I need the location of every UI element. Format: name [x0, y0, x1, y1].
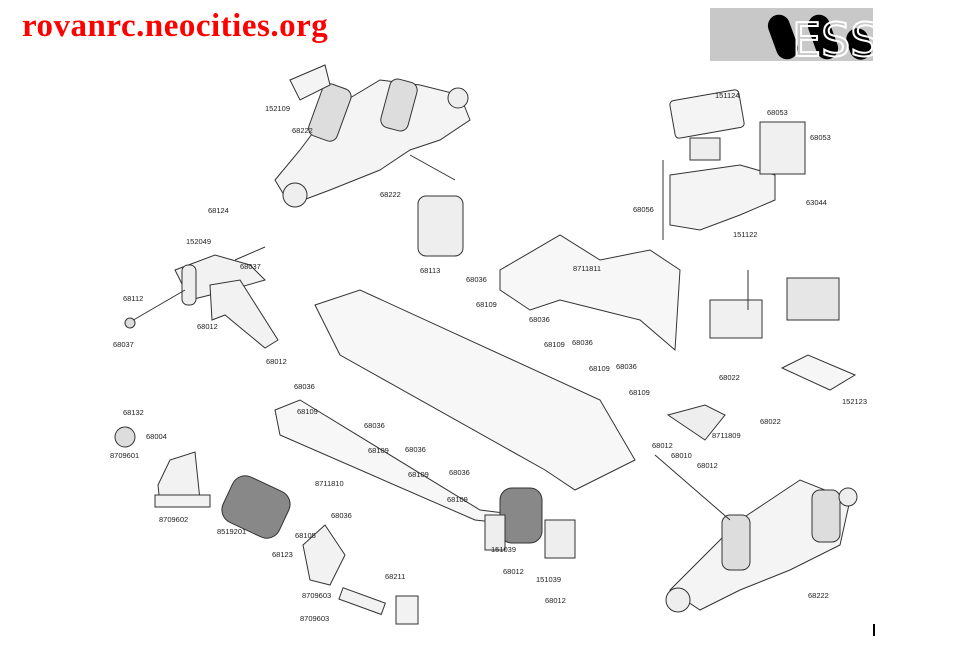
ess-logo: ESS: [710, 8, 880, 68]
part-label: 68222: [292, 126, 313, 135]
part-label: 68036: [294, 382, 315, 391]
part-label: 68123: [272, 550, 293, 559]
part-label: 152109: [265, 104, 291, 113]
part-label: 68222: [380, 190, 401, 199]
part-label: 8711809: [712, 431, 741, 440]
part-label: 68124: [208, 206, 229, 215]
receiver: [709, 299, 763, 339]
part-label: 68112: [123, 294, 144, 303]
part-label: 68036: [466, 275, 487, 284]
part-label: 8711811: [573, 264, 602, 273]
part-label: 68109: [544, 340, 565, 349]
part-label: 68012: [652, 441, 673, 450]
part-label: 68056: [633, 205, 654, 214]
part-label: 68109: [368, 446, 389, 455]
part-label: 151039: [491, 545, 517, 554]
part-label: 68053: [810, 133, 831, 142]
part-label: 68036: [405, 445, 426, 454]
part-label: 68036: [529, 315, 550, 324]
center-differential: [417, 195, 464, 257]
part-label: 68004: [146, 432, 167, 441]
part-label: 68222: [808, 591, 829, 600]
part-label: 151122: [733, 230, 758, 239]
rear-suspension-assembly: [654, 454, 858, 613]
svg-text:ESS: ESS: [792, 13, 873, 61]
part-label: 68132: [123, 408, 144, 417]
part-label: 68022: [719, 373, 740, 382]
front-suspension-assembly: [274, 64, 471, 208]
part-label: 68036: [331, 511, 352, 520]
part-label: 68010: [671, 451, 692, 460]
part-label: 152049: [186, 237, 212, 246]
text-cursor: [873, 624, 875, 636]
esc: [786, 277, 840, 321]
part-label: 68109: [297, 407, 318, 416]
part-label: 68022: [760, 417, 781, 426]
part-label: 68036: [572, 338, 593, 347]
site-title[interactable]: rovanrc.neocities.org: [22, 8, 329, 44]
radio-box-assembly: [662, 89, 806, 240]
part-label: 8709603: [300, 614, 330, 623]
part-label: 151039: [536, 575, 562, 584]
rear-mount: [666, 404, 726, 441]
part-label: 68109: [476, 300, 497, 309]
part-label: 68036: [449, 468, 470, 477]
part-label: 68109: [629, 388, 650, 397]
part-label: 68036: [616, 362, 637, 371]
part-label: 8711810: [315, 479, 344, 488]
part-label: 152123: [842, 397, 868, 406]
part-label: 68036: [364, 421, 385, 430]
part-label: 68012: [197, 322, 218, 331]
part-label: 68037: [113, 340, 134, 349]
part-label: 8709603: [302, 591, 332, 600]
part-label: 68211: [385, 572, 406, 581]
part-label: 68109: [408, 470, 429, 479]
main-chassis-plate: [314, 289, 636, 491]
part-label: 68012: [545, 596, 566, 605]
part-label: 63044: [806, 198, 827, 207]
part-label: 68053: [767, 108, 788, 117]
part-label: 8709601: [110, 451, 140, 460]
part-label: 68012: [266, 357, 287, 366]
part-label: 68109: [589, 364, 610, 373]
part-label: 68012: [503, 567, 524, 576]
part-label: 68037: [240, 262, 261, 271]
side-plate-8711811: [499, 234, 681, 352]
part-label: 68113: [420, 266, 441, 275]
battery-tray: [780, 354, 857, 391]
part-label: 68012: [697, 461, 718, 470]
part-label: 8519201: [217, 527, 247, 536]
part-label: 151124: [715, 91, 740, 100]
motor-assembly: [114, 426, 419, 625]
steering-assembly: [124, 246, 279, 349]
center-motor-assembly: [484, 487, 576, 559]
part-label: 68105: [295, 531, 316, 540]
part-label: 8709602: [159, 515, 189, 524]
part-label: 68109: [447, 495, 468, 504]
